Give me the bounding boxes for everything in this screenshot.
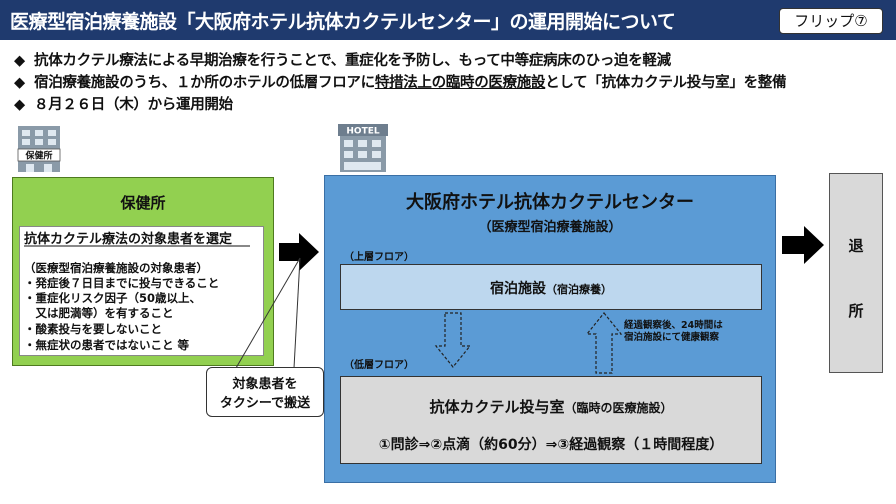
lower-floor-label: （低層フロア） (344, 360, 414, 371)
center-title: 大阪府ホテル抗体カクテルセンター (406, 192, 694, 213)
title-bar (0, 0, 896, 40)
bullet-1: ◆ 抗体カクテル療法による早期治療を行うことで、重症化を予防し、もって中等症病床の… (14, 49, 671, 70)
discharge-box (829, 173, 883, 373)
hotel-building-icon: HOTEL (338, 124, 388, 172)
diamond-icon: ◆ (14, 97, 25, 113)
discharge-char: 所 (848, 302, 864, 320)
room-sub: （臨時の医療施設） (564, 401, 673, 415)
bullet-text: ８月２６日（木）から運用開始 (34, 97, 233, 113)
treatment-flow: ①問診⇒②点滴（約60分）⇒③経過観察（１時間程度） (378, 437, 724, 453)
health-center-building-icon: 保健所 (17, 126, 61, 172)
criteria-item: ・重症化リスク因子（50歳以上、 (24, 291, 202, 305)
lodging-main: 宿泊施設 (490, 281, 546, 297)
bullet-2: ◆ 宿泊療養施設のうち、１か所のホテルの低層フロアに特措法上の臨時の医療施設として… (14, 71, 786, 92)
taxi-text-2: タクシーで搬送 (219, 396, 311, 411)
right-arrow-icon (782, 226, 824, 264)
taxi-callout (206, 367, 324, 417)
room-main: 抗体カクテル投与室 (429, 398, 565, 416)
criteria-item: ・無症状の患者ではないこと 等 (24, 338, 190, 352)
bullet-text-pre: 宿泊療養施設のうち、１か所のホテルの低層フロアに (34, 75, 375, 91)
taxi-callout-pointer (235, 257, 301, 369)
health-center-sign: 保健所 (24, 150, 52, 162)
page-title: 医療型宿泊療養施設「大阪府ホテル抗体カクテルセンター」の運用開始について (10, 11, 676, 33)
center-subtitle: （医療型宿泊療養施設） (478, 220, 622, 235)
observation-note-line: 宿泊施設にて健康観察 (624, 332, 720, 343)
hotel-sign: HOTEL (346, 127, 379, 137)
criteria-item: ・酸素投与を要しないこと (24, 322, 162, 336)
right-arrow-icon (279, 233, 319, 271)
discharge-char: 退 (848, 237, 864, 255)
observation-note: 経過観察後、24時間は 宿泊施設にて健康観察 (624, 320, 723, 344)
bullet-3: ◆ ８月２６日（木）から運用開始 (14, 93, 233, 114)
bullet-text-underlined: 特措法上の臨時の医療施設 (374, 75, 546, 91)
bullet-text: 抗体カクテル療法による早期治療を行うことで、重症化を予防し、もって中等症病床のひ… (34, 53, 671, 69)
lodging-facility-label: 宿泊施設（宿泊療養） (340, 278, 762, 298)
diamond-icon: ◆ (14, 53, 25, 69)
upper-floor-label: （上層フロア） (344, 252, 414, 263)
selection-underline (24, 245, 250, 247)
infusion-room-title: 抗体カクテル投与室（臨時の医療施設） (340, 396, 762, 417)
health-center-title: 保健所 (120, 194, 166, 212)
taxi-text-1: 対象患者を (232, 377, 298, 392)
lodging-sub: （宿泊療養） (546, 283, 612, 296)
infusion-room-box (340, 376, 762, 464)
diamond-icon: ◆ (14, 75, 25, 91)
bullet-text-post: として「抗体カクテル投与室」を整備 (545, 75, 787, 91)
up-arrow-icon (585, 312, 623, 374)
criteria-item: ・発症後７日目までに投与できること (24, 276, 220, 290)
selection-text: 抗体カクテル療法の対象患者を選定 (24, 232, 233, 247)
flip-label: フリップ⑦ (779, 8, 883, 34)
criteria-heading: （医療型宿泊療養施設の対象患者） (24, 261, 208, 275)
observation-note-line: 経過観察後、24時間は (624, 320, 723, 331)
health-center-criteria-box (19, 226, 264, 356)
criteria-item: 又は肥満等）を有すること (24, 306, 174, 320)
down-arrow-icon (434, 312, 472, 368)
lodging-facility-box (340, 264, 762, 310)
